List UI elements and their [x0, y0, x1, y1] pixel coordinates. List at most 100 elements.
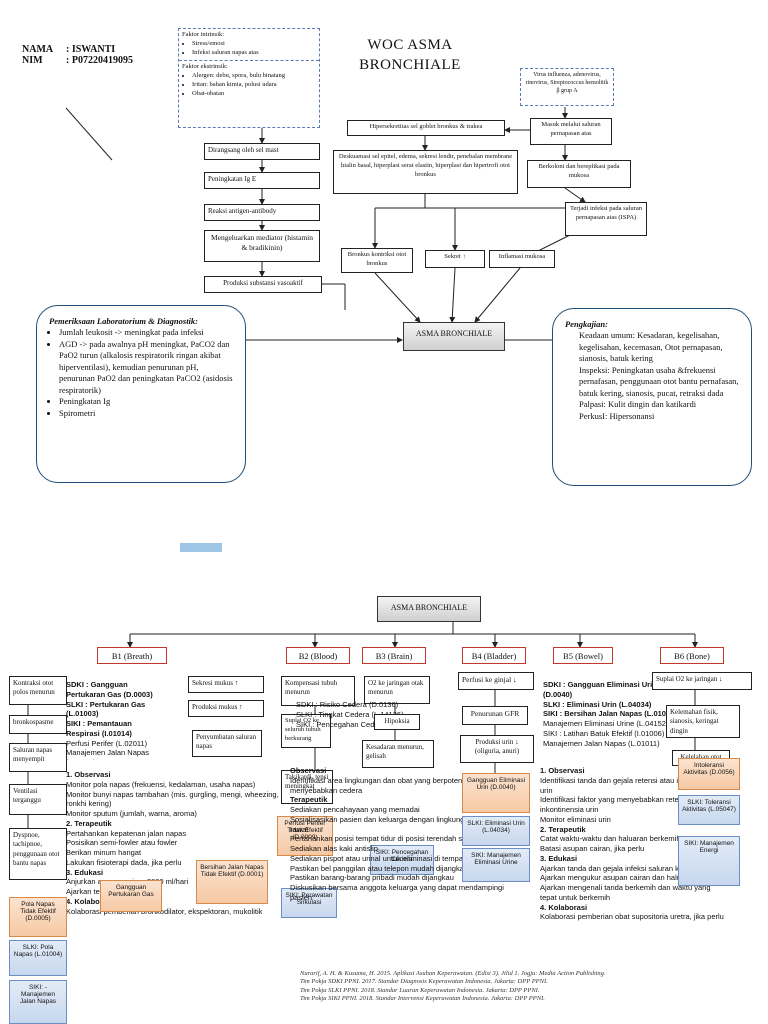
b1-intervensi-item: 1. Observasi: [66, 770, 111, 779]
b3-step: Kesadaran menurun, gelisah: [362, 740, 434, 768]
sekret-box: Sekret ↑: [425, 250, 485, 268]
b5-intervensi-item: Ajarkan tanda dan gejala infeksi saluran…: [540, 863, 696, 873]
b3-step: Hipoksia: [374, 714, 420, 730]
pengkajian-item: Keadaan umum: Kesadaran, kegelisahan, ke…: [579, 330, 723, 364]
b1-sdki-line: SIKI : Pemantauan Respirasi (I.01014): [66, 719, 132, 738]
chain-box: Reaksi antigen-antibody: [204, 204, 320, 221]
b5-intervensi-item: Kolaborasi pemberian obat supositoria ur…: [540, 912, 724, 922]
lab-item: Peningkatan Ig: [59, 396, 233, 407]
b5-intervensi-item: 2. Terapeutik: [540, 824, 586, 834]
b3-intervensi-item: Sosialisasikan pasien dan keluarga denga…: [290, 814, 494, 834]
b5-intervensi-item: 3. Edukasi: [540, 853, 578, 863]
factors-box: Faktor intrinsik: Stress/emosi Infeksi s…: [178, 28, 320, 128]
b1-sdki-line: SLKI : Pertukaran Gas (L.01003): [66, 699, 146, 719]
b3-sdki-line: SDKI : Risiko Cedera (D.0136): [296, 700, 399, 709]
b6-step: Suplai O2 ke jaringan ↓: [652, 672, 752, 690]
hipersekresi-box: Hipersekretitas sel goblet bronkus & tra…: [347, 120, 505, 136]
b1-intervensi-item: Monitor pola napas (frekuensi, kedalaman…: [66, 779, 256, 789]
b5-intervensi-item: Monitor eliminasi urin: [540, 814, 611, 824]
pengkajian-item: PerkusI: Hipersonansi: [579, 410, 655, 421]
b5-intervensi-item: Catat waktu-waktu dan haluaran berkemih: [540, 834, 681, 844]
asma-bronchiale-node: ASMA BRONCHIALE: [403, 322, 505, 351]
b3-intervensi-item: Observasi: [290, 766, 327, 775]
b3-sdki-block: SDKI : Risiko Cedera (D.0136) SLKI : Tin…: [296, 700, 466, 740]
b3-intervensi-item: Sediakan pispot atau urinal untuk elimin…: [290, 853, 482, 863]
ekstrinsik-item: Obat-obatan: [192, 90, 316, 99]
deskuamasi-box: Deskuamasi sel epitel, edema, sekresi le…: [333, 150, 518, 194]
b3-siki: SIKI: Pencegahan Cedera: [370, 845, 434, 875]
b5-sdki-line: SIKI : Bersihan Jalan Napas (L.01001): [543, 709, 677, 719]
b1-slki: SLKI: Pola Napas (L.01004): [9, 940, 67, 976]
b4-diagnosis: Gangguan Eliminasi Urin (D.0040): [462, 773, 530, 813]
b3-sdki-line: SLKI : Tingkat Cedera (L.14136): [296, 709, 404, 719]
masuk-box: Masuk melalui saluran pernapasan atas: [530, 118, 612, 145]
b1-intervensi-item: Berikan minum hangat: [66, 848, 142, 857]
b1-intervensi-item: Lakukan fisioterapi dada, jika perlu: [66, 857, 182, 867]
b5-intervensi-list: 1. Observasi Identifikasi tanda dan geja…: [540, 766, 725, 1024]
b5-sdki-line: SLKI : Eliminasi Urin (L.04034): [543, 699, 652, 709]
b5-intervensi-item: 1. Observasi: [540, 766, 585, 775]
b3-intervensi-item: Pertahankan posisi tempat tidur di posis…: [290, 834, 510, 844]
b4-slki: SLKI: Eliminasi Urin (L.04034): [462, 816, 530, 846]
b1-right-step: Produksi mukus ↑: [188, 700, 264, 717]
b4-step: Produksi urin ↓ (oliguria, anuri): [460, 735, 534, 763]
b1-intervensi-item: 2. Terapeutik: [66, 818, 112, 828]
b3-head: B3 (Brain): [362, 647, 426, 664]
b3-intervensi-item: Diskusikan bersama anggota keluarga yang…: [290, 883, 504, 902]
b1-diagnosis: Pola Napas Tidak Efektif (D.0005): [9, 897, 67, 937]
pengkajian-panel: Pengkajian: Keadaan umum: Kesadaran, keg…: [552, 308, 752, 486]
reference-item: Nurarif, A. H. & Kusuma, H. 2015. Aplika…: [300, 970, 606, 977]
b1-step: Dyspnoe, tachipnoe, penggunaan otot bant…: [9, 828, 67, 880]
b1-intervensi-item: Monitor bunyi napas tambahan (mis. gurgl…: [66, 789, 279, 809]
lab-item: Jumlah leukosit -> meningkat pada infeks…: [59, 327, 233, 338]
chain-box: Mengeluarkan mediator (histamin & bradik…: [204, 230, 320, 262]
b4-step: Penurunan GFR: [462, 706, 528, 725]
chain-box: Produksi substansi vasoaktif: [204, 276, 322, 293]
chain-box: Peningkatan Ig E: [204, 172, 320, 189]
b1-sdki-line: SDKI : Gangguan Pertukaran Gas (D.0003): [66, 680, 153, 699]
b1-intervensi-item: Pertahankan kepatenan jalan napas: [66, 828, 187, 838]
pengkajian-title: Pengkajian:: [565, 319, 608, 329]
bronkus-box: Bronkus kontriksi otot bronkus: [341, 248, 413, 273]
b2-step: Takikardi, tensi meningkat: [281, 770, 333, 804]
b1-sdki-line: Perfusi Perifer (L.02011): [66, 738, 148, 748]
b3-intervensi-list: Observasi Identifikasi area lingkungan d…: [290, 766, 510, 1024]
b3-sdki-line: SIKI : Pencegahan Cedera (L.14537): [296, 719, 420, 729]
b6-head: B6 (Bone): [660, 647, 724, 664]
lab-item: AGD -> pada awalnya pH meningkat, PaCO2 …: [59, 339, 233, 396]
b3-intervensi-item: Pastikan bel panggilan atau telepon muda…: [290, 863, 469, 873]
b6-diagnosis: Intoleransi Aktivitas (D.0056): [678, 758, 740, 790]
lab-item: Spirometri: [59, 408, 233, 419]
b1-diagnosis-gas: Gangguan Pertukaran Gas: [100, 880, 162, 912]
b3-intervensi-item: Terapeutik: [290, 795, 328, 805]
b5-head: B5 (Bowel): [553, 647, 613, 664]
b1-step: Saluran napas menyempit: [9, 743, 67, 772]
b5-sdki-line: Manajemen Eliminasi Urine (L.04152): [543, 719, 669, 728]
lab-title: Pemeriksaan Laboratorium & Diagnostik:: [49, 316, 198, 326]
b2-siki: SIKI: Perawatan Sirkulasi: [281, 888, 337, 918]
b3-intervensi-item: Pastikan barang-barang pribadi mudah dij…: [290, 873, 454, 883]
inflamasi-box: Inflamasi mukosa: [489, 250, 555, 268]
b6-slki: SLKI: Toleransi Aktivitas (L.05047): [678, 795, 740, 825]
accent-strip: [180, 543, 222, 552]
nim-label: NIM: [22, 55, 43, 66]
references: Nurarif, A. H. & Kusuma, H. 2015. Aplika…: [300, 970, 750, 1024]
b5-sdki-block: SDKI : Gangguan Eliminasi Urin (D.0040) …: [543, 680, 683, 760]
nim-value: : P07220419095: [66, 55, 133, 66]
b4-siki: SIKI: Manajemen Eliminasi Urine: [462, 848, 530, 882]
b1-intervensi-item: 4. Kolaborasi: [66, 896, 114, 906]
ispa-box: Terjadi infeksi pada saluran pernapasan …: [565, 202, 647, 236]
b2-step: Kompensasi tubuh menurun: [281, 676, 355, 706]
b1-intervensi-item: Kolaborasi pemberian bronkodilator, eksp…: [66, 906, 263, 916]
reference-item: Tim Pokja SDKI PPNI. 2017. Standar Diagn…: [300, 978, 548, 986]
b1-step: Ventilasi terganggu: [9, 784, 67, 815]
b5-intervensi-item: Ajarkan mengukur asupan cairan dan halua…: [540, 873, 711, 883]
intrinsik-item: Stress/emosi: [192, 40, 316, 49]
lab-panel: Pemeriksaan Laboratorium & Diagnostik: J…: [36, 305, 246, 483]
pengkajian-item: Inspeksi: Peningkatan usaha &frekuensi p…: [579, 364, 739, 398]
b3-step: O2 ke jaringan otak menurun: [364, 676, 430, 704]
reference-item: Tim Pokja SLKI PPNI. 2018. Standar Luara…: [300, 986, 540, 994]
b1-step: bronkospasme: [9, 715, 67, 734]
b1-head: B1 (Breath): [97, 647, 167, 664]
